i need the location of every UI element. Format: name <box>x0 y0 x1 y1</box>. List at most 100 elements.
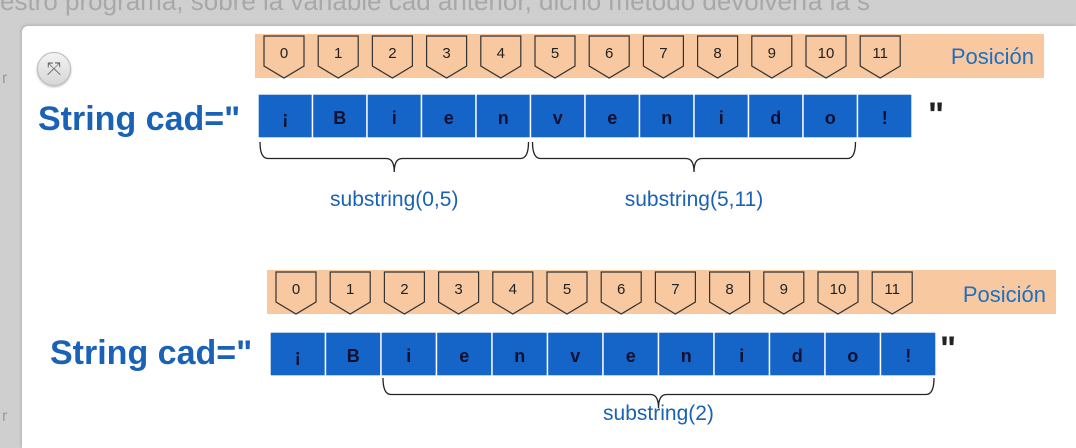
index-marker <box>317 35 359 79</box>
char-cell <box>879 331 937 377</box>
char-label: ! <box>905 346 911 366</box>
substring-brace <box>382 377 935 409</box>
index-label: 3 <box>442 45 450 62</box>
char-label: d <box>770 108 781 128</box>
index-label: 11 <box>872 45 888 62</box>
index-label: 2 <box>400 281 408 298</box>
char-label: n <box>498 108 509 128</box>
index-marker <box>642 35 684 79</box>
index-marker <box>871 271 913 315</box>
char-cell <box>584 93 641 139</box>
char-cell <box>856 93 913 139</box>
char-label: ¡ <box>282 108 288 128</box>
index-label: 0 <box>280 45 288 62</box>
index-marker <box>383 271 425 315</box>
char-cell <box>802 93 859 139</box>
index-marker <box>329 271 371 315</box>
char-label: n <box>681 346 692 366</box>
char-cell <box>311 93 368 139</box>
char-label: n <box>661 108 672 128</box>
char-label: o <box>825 108 836 128</box>
char-label: e <box>444 108 454 128</box>
char-label: v <box>570 346 580 366</box>
index-label: 7 <box>671 281 679 298</box>
index-label: 4 <box>497 45 505 62</box>
char-cell <box>657 331 715 377</box>
substring-brace <box>259 141 530 173</box>
char-label: ¡ <box>295 346 301 366</box>
char-label: e <box>459 346 469 366</box>
expand-button[interactable]: ⤧ <box>37 52 71 86</box>
substring-label: substring(0,5) <box>330 188 458 211</box>
char-cell <box>420 93 477 139</box>
char-cell <box>693 93 750 139</box>
index-label: 1 <box>334 45 342 62</box>
substring-label: substring(2) <box>603 402 714 425</box>
char-label: B <box>347 346 360 366</box>
index-marker <box>805 35 847 79</box>
index-label: 5 <box>551 45 559 62</box>
string-declaration: String cad=" <box>50 334 252 372</box>
index-label: 10 <box>818 45 835 62</box>
index-marker <box>751 35 793 79</box>
index-marker <box>426 35 468 79</box>
char-label: o <box>847 346 858 366</box>
index-marker <box>438 271 480 315</box>
char-cell <box>475 93 532 139</box>
index-marker <box>697 35 739 79</box>
background-text: estro programa, sobre la variable cad an… <box>0 0 871 16</box>
char-label: ! <box>882 108 888 128</box>
index-label: 10 <box>830 281 847 298</box>
position-label: Posición <box>951 44 1034 69</box>
char-cell <box>713 331 771 377</box>
string-declaration: String cad=" <box>38 100 240 138</box>
char-cell <box>491 331 549 377</box>
index-label: 11 <box>884 281 900 298</box>
char-cell <box>269 331 327 377</box>
char-cell <box>380 331 438 377</box>
index-label: 5 <box>563 281 571 298</box>
index-label: 4 <box>509 281 517 298</box>
index-marker <box>546 271 588 315</box>
index-label: 0 <box>292 281 300 298</box>
substring-label: substring(5,11) <box>625 188 764 211</box>
char-label: d <box>792 346 803 366</box>
index-label: 2 <box>388 45 396 62</box>
index-marker <box>371 35 413 79</box>
index-label: 6 <box>605 45 613 62</box>
background-side-char: r <box>2 70 8 87</box>
index-marker <box>817 271 859 315</box>
char-label: e <box>626 346 636 366</box>
index-label: 6 <box>617 281 625 298</box>
index-marker <box>709 271 751 315</box>
index-marker <box>480 35 522 79</box>
index-marker <box>763 271 805 315</box>
position-label: Posición <box>963 282 1046 307</box>
char-label: B <box>333 108 346 128</box>
char-cell <box>602 331 660 377</box>
char-cell <box>638 93 695 139</box>
char-cell <box>257 93 314 139</box>
index-marker <box>534 35 576 79</box>
expand-arrows-icon: ⤧ <box>46 58 62 80</box>
index-label: 7 <box>659 45 667 62</box>
index-marker <box>654 271 696 315</box>
index-label: 8 <box>713 45 721 62</box>
char-cell <box>529 93 586 139</box>
index-label: 8 <box>725 281 733 298</box>
char-label: i <box>739 346 744 366</box>
char-label: n <box>514 346 525 366</box>
index-label: 1 <box>346 281 354 298</box>
closing-quote: " <box>928 96 944 134</box>
char-label: i <box>392 108 397 128</box>
char-cell <box>366 93 423 139</box>
char-label: i <box>406 346 411 366</box>
substring-brace <box>531 141 857 173</box>
index-marker <box>263 35 305 79</box>
char-cell <box>435 331 493 377</box>
char-cell <box>324 331 382 377</box>
index-label: 9 <box>780 281 788 298</box>
index-marker <box>492 271 534 315</box>
index-marker <box>859 35 901 79</box>
